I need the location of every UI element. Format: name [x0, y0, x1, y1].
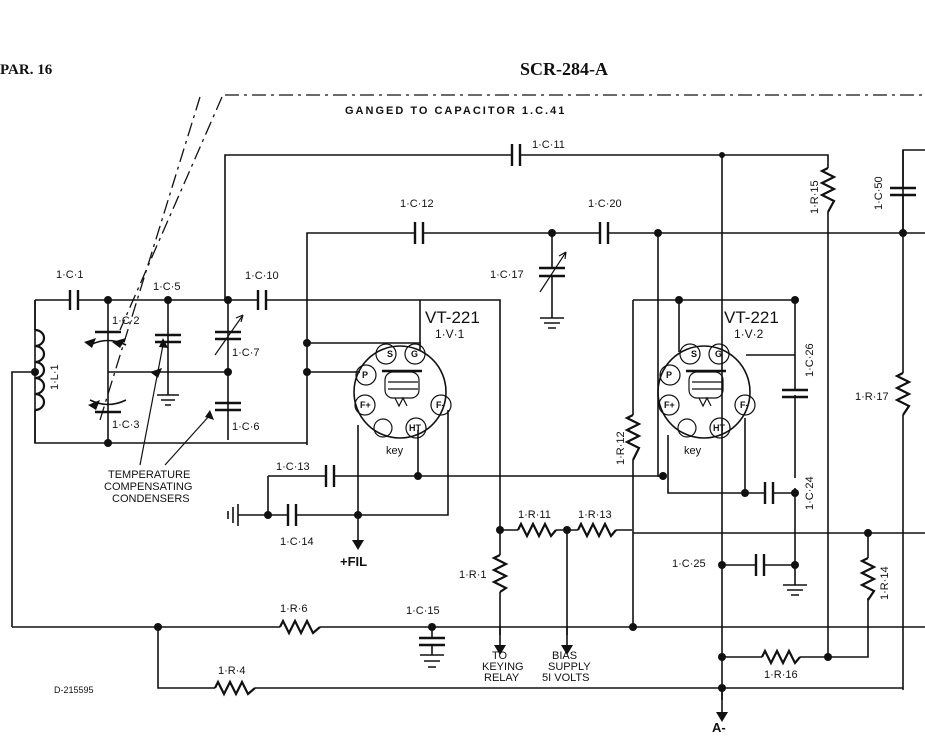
resistor-symbols: [214, 167, 912, 697]
tube1-pin-ht: HT: [409, 423, 421, 433]
label-1-c-14: 1·C·14: [280, 536, 314, 548]
component-labels: GANGED TO CAPACITOR 1.C.41 1·C·11 1·C·12…: [49, 105, 891, 735]
label-1-l-1: 1·L·1: [49, 364, 61, 390]
tube1-pin-g: G: [411, 349, 418, 359]
terminal-a-minus: A-: [712, 720, 726, 735]
label-1-c-12: 1·C·12: [400, 198, 434, 210]
label-1-c-7: 1·C·7: [232, 347, 260, 359]
ganged-note: GANGED TO CAPACITOR 1.C.41: [345, 105, 566, 117]
inductor-1-l-1: [34, 300, 46, 443]
tube2-pin-p: P: [666, 370, 672, 380]
tube2-pin-s: S: [691, 349, 697, 359]
tube2-pin-g: G: [715, 349, 722, 359]
label-1-c-20: 1·C·20: [588, 198, 622, 210]
tube2-pin-fminus: F-: [740, 400, 749, 410]
drawing-number: D-215595: [54, 685, 94, 695]
terminal-bias-2: SUPPLY: [548, 661, 591, 673]
label-1-c-10: 1·C·10: [245, 270, 279, 282]
tube2-key-label: key: [684, 445, 702, 457]
terminal-fil: +FIL: [340, 554, 367, 569]
junction-dots: [31, 152, 907, 692]
label-1-c-6: 1·C·6: [232, 421, 260, 433]
terminal-keying-2: KEYING: [482, 661, 524, 673]
tube2-pin-ht: HT: [713, 423, 725, 433]
label-1-r-14: 1·R·14: [879, 566, 891, 600]
terminal-arrows: [84, 338, 728, 722]
temp-note-line1: TEMPERATURE: [108, 469, 190, 481]
tube2-pin-fplus: F+: [664, 400, 675, 410]
temp-note-line3: CONDENSERS: [112, 493, 190, 505]
tube1-pin-fplus: F+: [360, 400, 371, 410]
tube2-ref: 1·V·2: [734, 327, 764, 341]
label-1-c-1: 1·C·1: [56, 269, 84, 281]
terminal-keying-1: TO: [492, 650, 508, 662]
label-1-c-5: 1·C·5: [153, 281, 181, 293]
label-1-r-17: 1·R·17: [855, 391, 889, 403]
label-1-r-13: 1·R·13: [578, 509, 612, 521]
label-1-c-15: 1·C·15: [406, 605, 440, 617]
tube-vt-221-2: S G P F+ F- HT: [657, 343, 756, 439]
label-1-c-13: 1·C·13: [276, 461, 310, 473]
tube1-key-label: key: [386, 445, 404, 457]
temp-note-line2: COMPENSATING: [104, 481, 192, 493]
tube1-type: VT-221: [425, 308, 480, 327]
wiring: [11, 94, 925, 717]
tube1-pin-p: P: [362, 370, 368, 380]
label-1-r-1: 1·R·1: [459, 569, 487, 581]
label-1-r-15: 1·R·15: [809, 180, 821, 214]
tube-vt-221-1: S G P F+ F- HT: [353, 343, 452, 439]
label-1-c-17: 1·C·17: [490, 269, 524, 281]
tube1-pin-fminus: F-: [436, 400, 445, 410]
label-1-r-16: 1·R·16: [764, 669, 798, 681]
tube1-ref: 1·V·1: [435, 327, 465, 341]
tube2-type: VT-221: [724, 308, 779, 327]
label-1-c-3: 1·C·3: [112, 419, 140, 431]
label-1-r-4: 1·R·4: [218, 665, 246, 677]
ground-symbols: [157, 310, 807, 668]
equipment-title: SCR-284-A: [520, 59, 608, 79]
label-1-c-26: 1·C·26: [804, 343, 816, 377]
label-1-r-12: 1·R·12: [615, 431, 627, 465]
label-1-r-6: 1·R·6: [280, 603, 308, 615]
label-1-c-2: 1·C·2: [112, 315, 140, 327]
terminal-bias-3: 5I VOLTS: [542, 672, 589, 684]
paragraph-label: PAR. 16: [0, 62, 53, 78]
label-1-c-11: 1·C·11: [532, 139, 565, 151]
terminal-keying-3: RELAY: [484, 672, 520, 684]
terminal-bias-1: BIAS: [552, 650, 577, 662]
label-1-c-50: 1·C·50: [873, 176, 885, 210]
label-1-r-11: 1·R·11: [518, 509, 551, 521]
label-1-c-25: 1·C·25: [672, 558, 706, 570]
tube1-pin-s: S: [387, 349, 393, 359]
label-1-c-24: 1·C·24: [804, 476, 816, 510]
